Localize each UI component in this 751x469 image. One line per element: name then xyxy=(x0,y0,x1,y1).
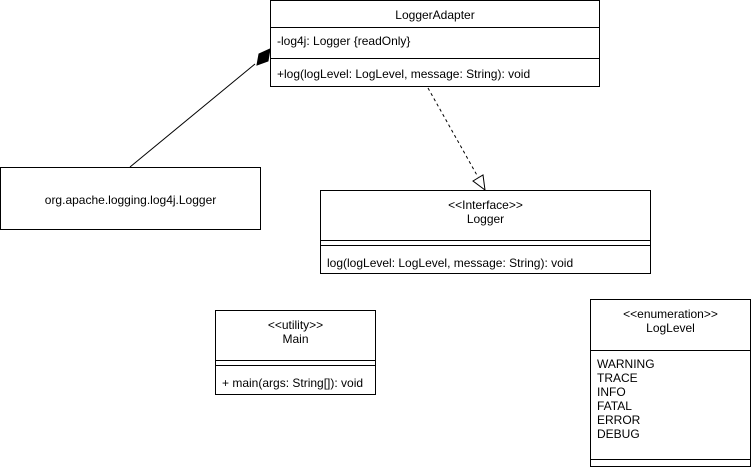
stereotype: <<utility>> xyxy=(267,318,324,332)
compartment-divider xyxy=(321,240,650,241)
enum-value: DEBUG xyxy=(597,427,640,441)
composition-line xyxy=(129,63,256,168)
composition-diamond xyxy=(256,48,271,66)
enum-value: TRACE xyxy=(597,371,638,385)
realization-hollow-arrowhead xyxy=(472,174,486,192)
method: log(logLevel: LogLevel, message: String)… xyxy=(327,256,574,270)
class-name: LoggerAdapter xyxy=(395,8,475,22)
method: +log(logLevel: LogLevel, message: String… xyxy=(277,67,531,81)
enum-log-level[interactable]: <<enumeration>> LogLevel WARNING TRACE I… xyxy=(590,299,751,467)
compartment-divider xyxy=(591,459,750,460)
class-main[interactable]: <<utility>> Main + main(args: String[]):… xyxy=(215,310,376,395)
enum-value: ERROR xyxy=(597,413,641,427)
realization-dashed-line xyxy=(427,87,479,178)
enum-value: WARNING xyxy=(597,357,655,371)
attribute: -log4j: Logger {readOnly} xyxy=(277,34,411,48)
class-log4j-logger[interactable]: org.apache.logging.log4j.Logger xyxy=(0,167,261,230)
compartment-divider xyxy=(321,245,650,246)
class-name: Main xyxy=(282,332,309,346)
enum-name: LogLevel xyxy=(646,321,695,335)
compartment-divider xyxy=(271,27,599,28)
compartment-divider xyxy=(216,365,375,366)
stereotype: <<Interface>> xyxy=(448,198,523,212)
class-name: Logger xyxy=(466,212,505,226)
enum-value: INFO xyxy=(597,385,626,399)
compartment-divider xyxy=(271,58,599,59)
interface-logger[interactable]: <<Interface>> Logger log(logLevel: LogLe… xyxy=(320,190,651,274)
enum-value: FATAL xyxy=(597,399,632,413)
method: + main(args: String[]): void xyxy=(222,376,364,390)
class-name: org.apache.logging.log4j.Logger xyxy=(44,193,217,207)
class-logger-adapter[interactable]: LoggerAdapter -log4j: Logger {readOnly} … xyxy=(270,0,600,87)
stereotype: <<enumeration>> xyxy=(623,307,718,321)
compartment-divider xyxy=(591,350,750,351)
compartment-divider xyxy=(216,360,375,361)
